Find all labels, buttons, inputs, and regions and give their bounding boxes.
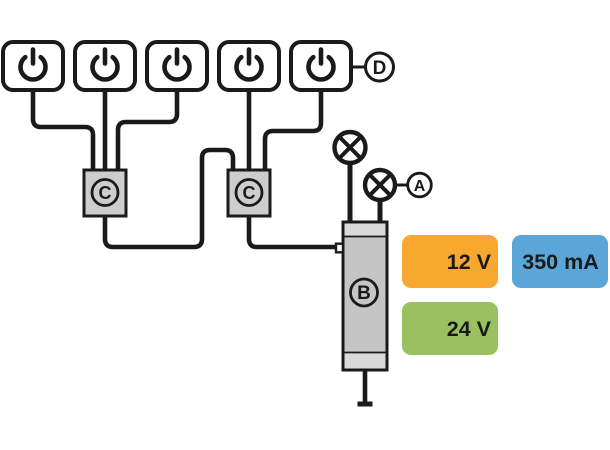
driver-circle — [349, 277, 379, 308]
callout-a: A — [395, 171, 433, 199]
controller-1-label: C — [99, 183, 112, 203]
power-switch-3-body — [145, 40, 209, 92]
badge-24v-text: 24 V — [447, 317, 492, 341]
driver-input-connector — [334, 242, 345, 254]
controller-1-circle — [90, 178, 120, 207]
power-switch-2-body — [73, 40, 137, 92]
power-switch-1-body — [1, 40, 65, 92]
wire-c2-to-driver — [246, 215, 336, 250]
power-switch-row: D — [1, 40, 395, 92]
wire-switch1-to-c1 — [30, 87, 96, 171]
callout-d: D — [351, 51, 395, 83]
callout-a-label: A — [414, 178, 426, 195]
driver-unit: B — [334, 220, 389, 372]
badge-12v-text: 12 V — [447, 250, 492, 274]
power-switch-3 — [145, 40, 209, 92]
driver-label: B — [357, 283, 371, 304]
lamp-2-cross — [367, 172, 393, 198]
badge-24v: 24 V — [402, 302, 498, 355]
power-switch-4-body — [217, 40, 281, 92]
spec-badges: 12 V 350 mA 24 V — [402, 235, 608, 355]
power-switch-1 — [1, 40, 65, 92]
badge-350ma-text: 350 mA — [522, 250, 599, 274]
callout-d-circle — [364, 51, 395, 83]
wire-switch5-to-c2 — [262, 87, 324, 171]
callout-a-circle — [406, 171, 433, 199]
badge-12v-shape — [402, 235, 498, 288]
controller-1: C — [82, 168, 128, 218]
badge-24v-shape — [402, 302, 498, 355]
power-switch-4 — [217, 40, 281, 92]
power-switch-5 — [289, 40, 353, 92]
controller-2: C — [226, 168, 272, 218]
badge-12v: 12 V — [402, 235, 498, 288]
wire-c1-to-c2 — [102, 147, 236, 250]
power-switch-2 — [73, 40, 137, 92]
controller-2-label: C — [243, 183, 256, 203]
lamp-1 — [332, 129, 368, 166]
badge-350ma-shape — [512, 235, 608, 288]
lamp-1-cross — [337, 135, 363, 160]
lamp-2 — [362, 167, 398, 203]
wire-switch3-to-c1 — [115, 87, 180, 171]
controller-2-circle — [234, 178, 264, 207]
badge-350ma: 350 mA — [512, 235, 608, 288]
wires — [30, 87, 383, 407]
callout-d-label: D — [373, 58, 387, 79]
driver-cap-separators — [343, 235, 387, 354]
driver-outline — [341, 220, 389, 372]
